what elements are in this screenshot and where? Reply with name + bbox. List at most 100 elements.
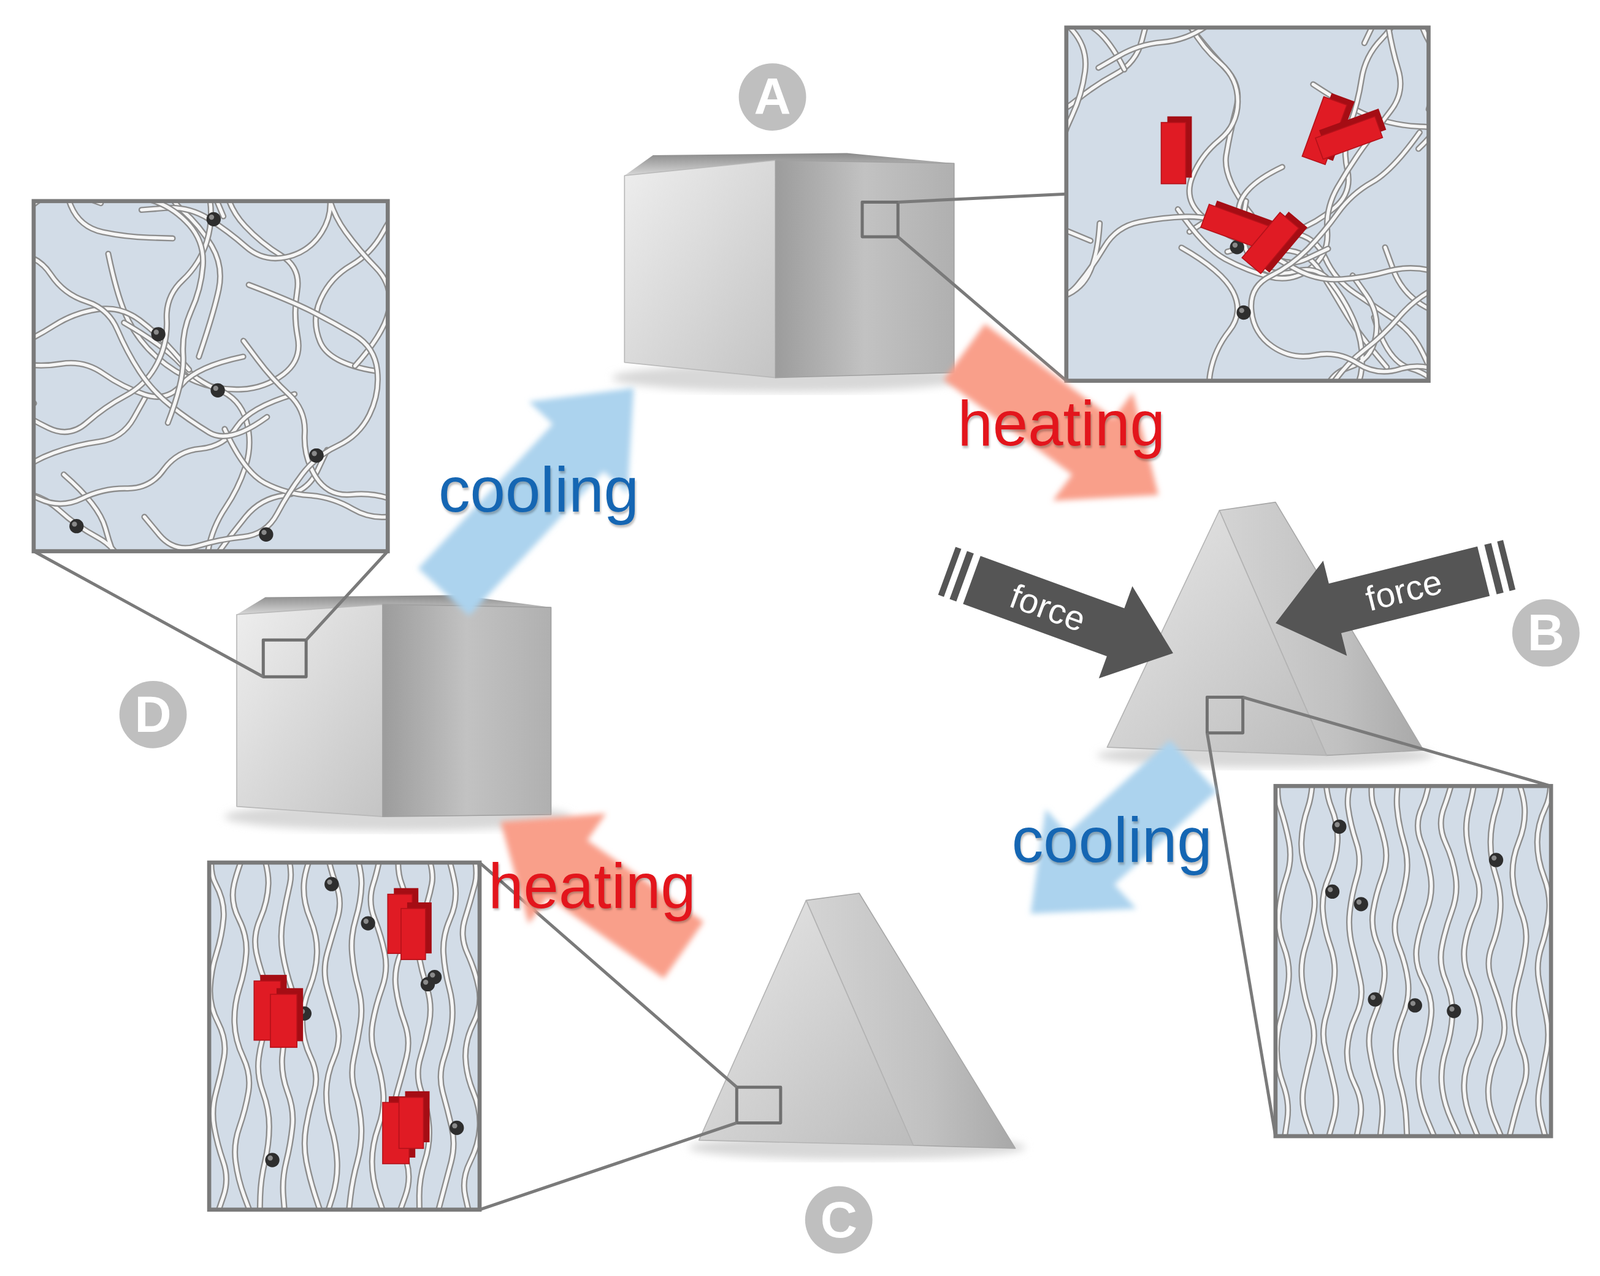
cube-sample	[624, 153, 954, 378]
polymer-chain	[33, 201, 203, 423]
crosslink-point	[1327, 886, 1333, 892]
crosslink-point	[267, 1155, 273, 1161]
polymer-chain	[1276, 785, 1291, 1136]
polymer-chain	[1178, 27, 1401, 279]
crosslink-point	[1332, 819, 1347, 834]
crosslink-point	[363, 918, 369, 924]
polymer-chain	[1488, 785, 1505, 1136]
polymer-chain	[1238, 166, 1429, 381]
polymer-network	[209, 862, 480, 1210]
polymer-chain	[1368, 785, 1386, 1136]
crystal-domain	[1313, 108, 1389, 159]
polymer-chain	[348, 862, 362, 1210]
crosslink-point	[206, 212, 221, 227]
polymer-chain	[33, 201, 268, 437]
polymer-chain	[463, 862, 480, 1210]
polymer-chain	[348, 862, 362, 1210]
prism-sample	[699, 892, 1016, 1149]
sample-state: D	[112, 591, 562, 822]
polymer-chain	[302, 862, 321, 1210]
crosslink-point	[324, 876, 339, 892]
edge-label: cooling	[438, 453, 640, 527]
polymer-chain	[33, 393, 295, 525]
crosslink-point	[449, 1120, 464, 1135]
crosslink-point	[1354, 896, 1369, 911]
crystal-domain	[1161, 122, 1187, 184]
force-label: force	[1005, 576, 1091, 641]
polymer-chain	[1537, 785, 1551, 1136]
crosslink-point	[1236, 305, 1251, 320]
crosslink-point	[1491, 854, 1497, 860]
polymer-chain	[1440, 785, 1459, 1136]
edge-label: heating	[957, 386, 1165, 460]
sample-state: A	[612, 56, 965, 389]
state-letter: A	[738, 63, 807, 131]
crosslink-point	[429, 972, 435, 977]
crosslink-point	[1446, 1003, 1461, 1018]
crosslink-point	[311, 450, 317, 456]
polymer-chain	[1251, 132, 1429, 381]
crosslink-point	[210, 383, 225, 398]
crosslink-point	[361, 915, 376, 930]
crosslink-point	[1370, 994, 1376, 1000]
polymer-chain	[1238, 166, 1429, 381]
crosslink-point	[258, 527, 273, 542]
polymer-chain	[233, 862, 253, 1210]
polymer-chain	[1347, 785, 1363, 1136]
polymer-chain	[1416, 785, 1435, 1136]
crosslink-point	[153, 329, 159, 335]
crystal-domain	[399, 1097, 424, 1149]
polymer-chain	[1508, 785, 1527, 1136]
polymer-chain	[323, 862, 340, 1210]
polymer-chain	[144, 284, 378, 548]
crosslink-point	[1488, 852, 1504, 867]
polymer-chain	[1301, 785, 1315, 1136]
polymer-chain	[67, 201, 221, 357]
crosslink-point	[423, 979, 429, 985]
polymer-chain	[437, 862, 456, 1210]
crosslink-point	[1325, 884, 1340, 899]
state-letter: B	[1512, 599, 1580, 667]
crystal-domain	[1161, 116, 1193, 184]
crosslink-point	[209, 214, 215, 220]
polymer-chain	[1488, 785, 1505, 1136]
crosslink-point	[213, 385, 219, 391]
polymer-chain	[1508, 785, 1527, 1136]
crystal-domain	[1241, 207, 1308, 278]
crosslink-point	[261, 529, 267, 535]
polymer-chain	[67, 201, 221, 357]
polymer-chain	[1463, 785, 1480, 1136]
polymer-network	[33, 201, 388, 552]
crosslink-point	[1334, 821, 1340, 827]
polymer-chain	[33, 393, 295, 525]
polymer-chain	[302, 862, 321, 1210]
crystal-domain	[270, 994, 297, 1048]
force-arrow	[1263, 516, 1522, 671]
polymer-chain	[437, 862, 456, 1210]
force-arrow	[930, 524, 1191, 699]
crosslink-point	[451, 1122, 457, 1128]
crosslink-point	[1356, 899, 1362, 904]
polymer-chain	[1178, 27, 1401, 279]
polymer-chain	[1368, 785, 1386, 1136]
polymer-chain	[33, 201, 268, 437]
polymer-chain	[209, 862, 227, 1210]
crystal-domain	[270, 987, 303, 1048]
crosslink-point	[1410, 1000, 1416, 1006]
crosslink-point	[264, 1152, 280, 1167]
crystal-domain	[1315, 116, 1383, 160]
crosslink-point	[71, 521, 77, 527]
polymer-chain	[1322, 785, 1338, 1136]
polymer-chain	[323, 862, 340, 1210]
crosslink-point	[1368, 992, 1383, 1007]
sample-state: B	[1097, 494, 1588, 766]
polymer-chain	[1394, 785, 1409, 1136]
polymer-chain	[1322, 785, 1338, 1136]
crosslink-point	[309, 448, 324, 463]
crosslink-point	[1239, 307, 1245, 313]
sample-state: C	[683, 888, 1031, 1256]
polymer-chain	[1276, 785, 1291, 1136]
crosslink-point	[1232, 242, 1238, 248]
polymer-chain	[1251, 132, 1429, 381]
